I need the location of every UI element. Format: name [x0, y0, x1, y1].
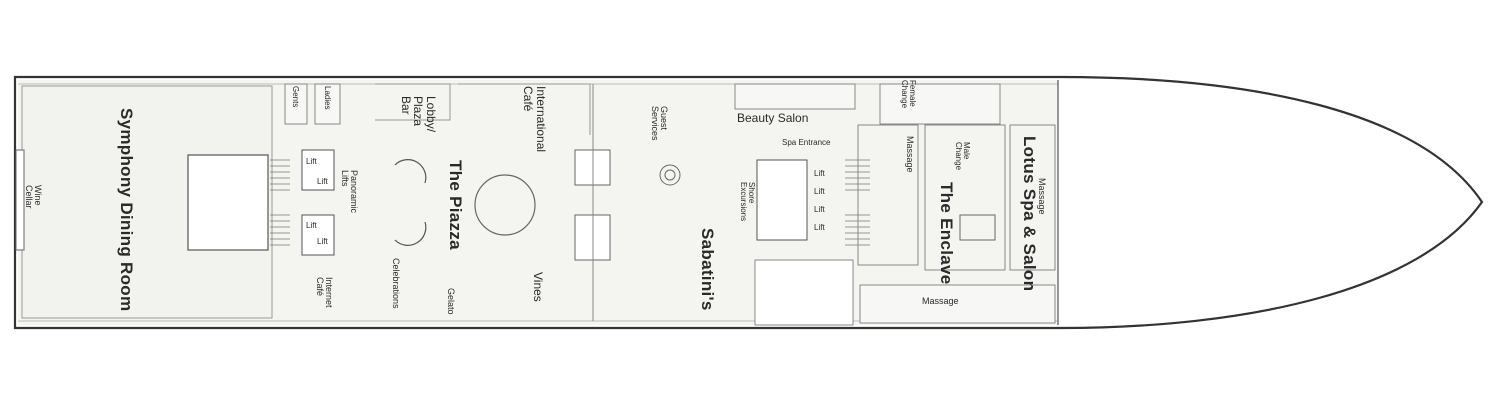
lift-label-3: Lift [306, 221, 317, 230]
massage-label-left: Massage [905, 136, 915, 173]
lift-label-4: Lift [317, 237, 328, 246]
wine-cellar-box [15, 149, 25, 251]
international-cafe-label: International Café [521, 86, 548, 153]
lift-label-2: Lift [317, 177, 328, 186]
gelato-label: Gelato [446, 288, 456, 315]
spa-entrance-label: Spa Entrance [782, 138, 831, 147]
male-change-label: Male Change [953, 142, 971, 171]
sabatinis-label: Sabatini's [698, 228, 717, 311]
lift-label-5: Lift [814, 169, 825, 178]
lobby-plaza-bar-label: Lobby/ Plaza Bar [398, 96, 438, 133]
lift-label-6: Lift [814, 187, 825, 196]
galley-block [187, 154, 269, 251]
ladies-label: Ladies [323, 86, 332, 110]
lift-label-7: Lift [814, 205, 825, 214]
the-enclave-label: The Enclave [937, 182, 956, 285]
lift-bank-forward [756, 159, 808, 241]
massage-label-bottom: Massage [922, 296, 959, 306]
celebrations-label: Celebrations [391, 258, 401, 309]
piazza-stage [474, 174, 536, 236]
internet-cafe-label: Internet Café [314, 277, 334, 308]
gents-label: Gents [291, 86, 300, 108]
wine-cellar-label: Wine Cellar [23, 185, 43, 209]
shore-excursions-label: Shore Excursions [738, 182, 756, 222]
panoramic-lifts-label: Panoramic Lifts [339, 170, 359, 214]
guest-services-label: Guest Services [649, 106, 669, 141]
massage-label-right: Massage [1037, 178, 1047, 215]
lift-label-1: Lift [306, 157, 317, 166]
the-piazza-label: The Piazza [446, 160, 465, 250]
female-change-label: Female Change [899, 80, 917, 109]
lift-label-8: Lift [814, 223, 825, 232]
beauty-salon-label: Beauty Salon [737, 111, 809, 125]
symphony-dining-room-label: Symphony Dining Room [117, 108, 136, 312]
vines-label: Vines [531, 272, 545, 302]
lotus-spa-salon-label: Lotus Spa & Salon [1020, 136, 1039, 292]
